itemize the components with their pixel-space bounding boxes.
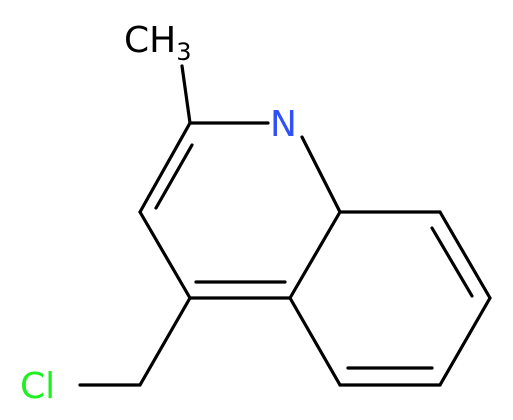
- bond-c4a-c8a: [288, 210, 342, 300]
- bond-c4-ch2: [138, 296, 192, 387]
- bond-c2-c3: [138, 121, 192, 214]
- atom-labels: CH3 N Cl: [20, 20, 297, 407]
- chlorine-label: Cl: [20, 366, 55, 407]
- bonds: [78, 64, 492, 387]
- bond-c8-c7-inner: [430, 226, 474, 298]
- bond-c8-c7: [438, 210, 492, 300]
- bond-c5-c4a: [288, 296, 342, 387]
- bond-n1-c8a: [300, 135, 342, 214]
- bond-methyl-c2: [180, 64, 192, 125]
- bond-c2-c3-inner: [154, 143, 194, 210]
- nitrogen-label: N: [270, 104, 297, 145]
- bond-c3-c4: [138, 210, 192, 300]
- methyl-label: CH3: [124, 20, 192, 66]
- bond-c7-c6: [438, 296, 492, 387]
